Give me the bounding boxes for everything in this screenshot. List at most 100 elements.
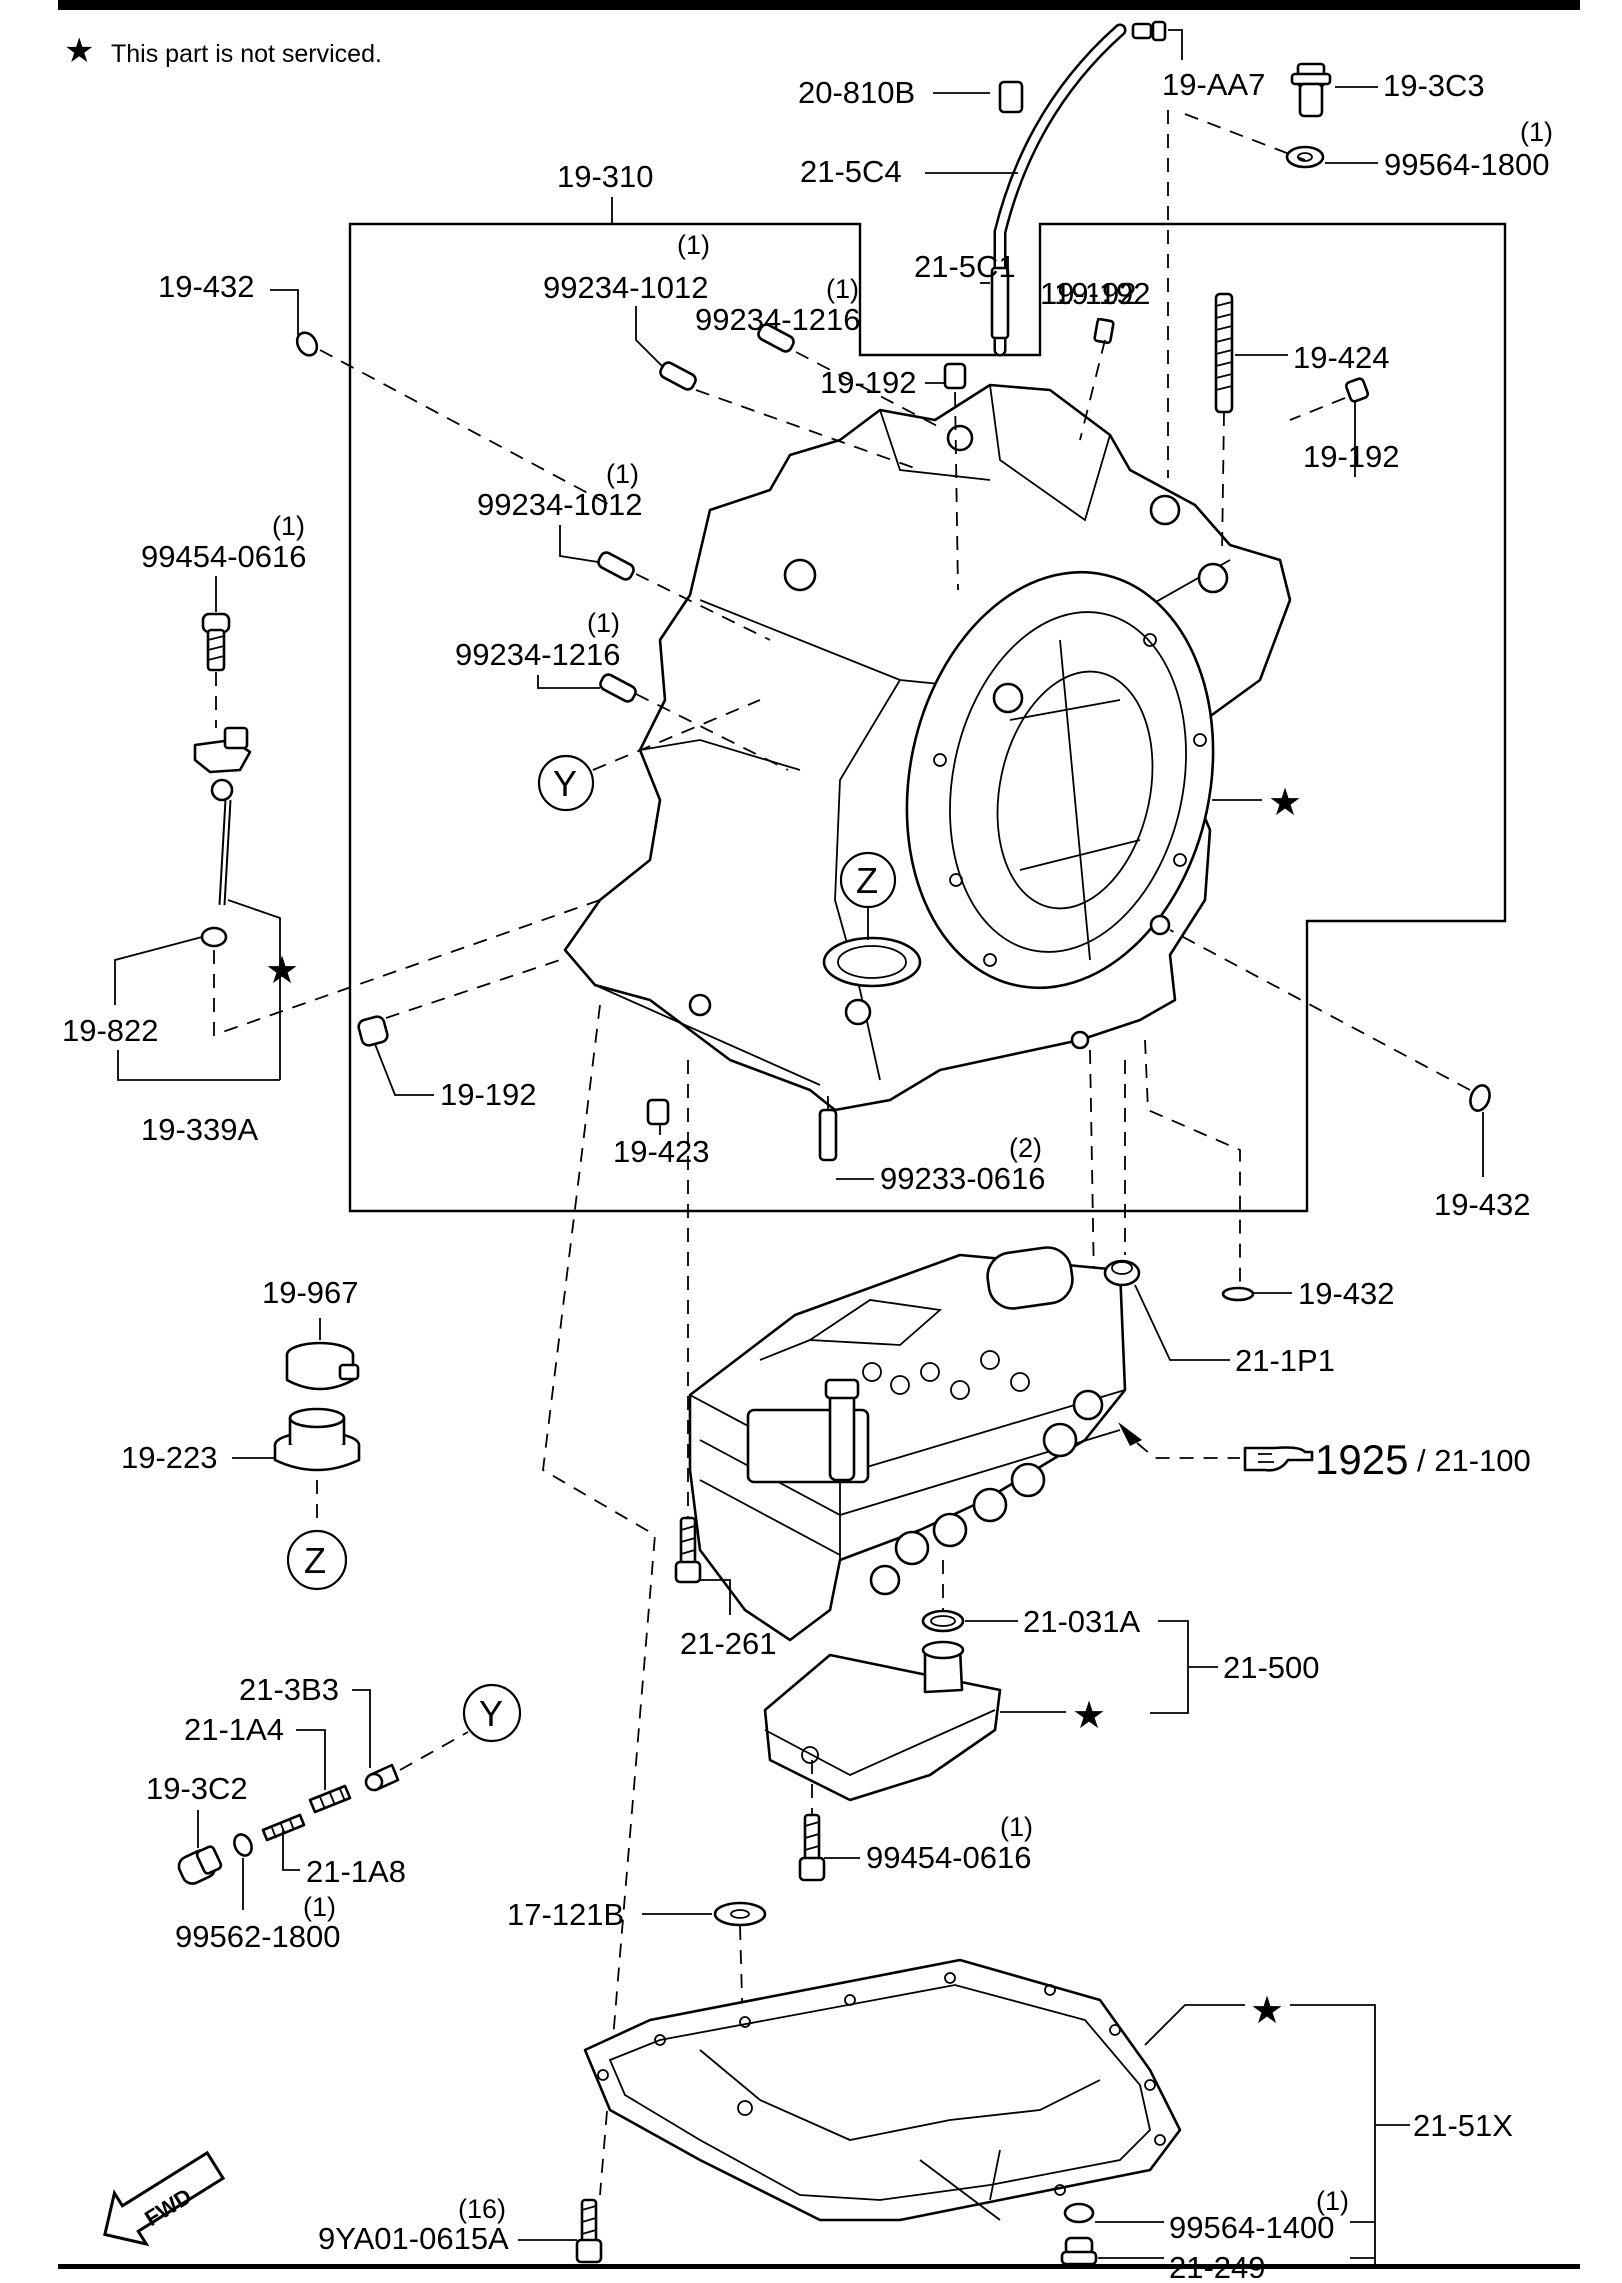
qty-99234-1216-a: (1): [826, 274, 859, 304]
marker-z-seal-label: Z: [304, 1540, 326, 1581]
legend-text: This part is not serviced.: [111, 40, 382, 68]
pointing-hand-icon: [1243, 1446, 1314, 1472]
callout-19-192-a: 19-192: [1040, 276, 1137, 311]
callout-99234-1012-a: 99234-1012: [543, 270, 709, 305]
qty-99454-0616-b: (1): [1000, 1812, 1033, 1842]
callout-21-500: 21-500: [1223, 1650, 1320, 1685]
callout-19-423: 19-423: [613, 1134, 710, 1169]
callout-19-310: 19-310: [557, 159, 654, 194]
callout-19-192-b: 19-192: [820, 365, 917, 400]
stud-19-424: [1214, 292, 1234, 414]
callout-21-1P1: 21-1P1: [1235, 1343, 1335, 1378]
legend-star: ★: [64, 32, 94, 70]
callout-21-5C1: 21-5C1: [914, 249, 1016, 284]
marker-y-side-label: Y: [479, 1693, 503, 1734]
callout-21-249: 21-249: [1169, 2250, 1266, 2278]
o-ring-19-432-b: [1469, 1084, 1491, 1112]
qty-99234-1012-b: (1): [606, 459, 639, 489]
washer-99564-1400: [1063, 2202, 1095, 2224]
bolt-21-261: [674, 1516, 702, 1584]
bolt-9YA01-0615A: [575, 2198, 603, 2264]
dipstick-bolt-99454-0616-a: [201, 612, 231, 672]
tube-lower-part: [990, 266, 1010, 340]
callout-19-3C3: 19-3C3: [1383, 68, 1485, 103]
qty-99233-0616: (2): [1009, 1133, 1042, 1163]
callout-19-AA7: 19-AA7: [1162, 67, 1265, 102]
callout-19-432-c: 19-432: [1298, 1276, 1395, 1311]
star-case: ★: [1268, 782, 1302, 824]
callout-19-192-top: 19-192: [1054, 276, 1151, 311]
callout-21-031A: 21-031A: [1023, 1604, 1141, 1639]
washer-17-121B: [713, 1901, 767, 1927]
dowel-99234-1012-a: [659, 361, 697, 391]
qty-9YA01-0615A: (16): [458, 2194, 506, 2224]
dipstick-19-339A: [193, 726, 252, 906]
tube-clip-part: [998, 80, 1024, 114]
clamp-19-967: [285, 1341, 360, 1391]
callout-21-261: 21-261: [680, 1626, 777, 1661]
callout-21-5C4: 21-5C4: [800, 154, 902, 189]
marker-y-case-label: Y: [553, 763, 577, 804]
qty-99564-1400: (1): [1316, 2186, 1349, 2216]
star-dipstick: ★: [265, 950, 299, 992]
filter-21-1P1: [1103, 1259, 1141, 1287]
callout-19-192-d: 19-192: [440, 1077, 537, 1112]
drain-plug-21-249: [1060, 2236, 1098, 2266]
o-ring-19-432-a: [295, 331, 319, 357]
callout-19-339A: 19-339A: [141, 1112, 259, 1147]
dipstick-tube-assembly: [990, 20, 1167, 357]
callout-19-192-c: 19-192: [1303, 439, 1400, 474]
callout-19-432-a: 19-432: [158, 269, 255, 304]
callout-21-51X: 21-51X: [1413, 2108, 1513, 2143]
o-ring-19-432-c: [1221, 1286, 1255, 1302]
dowel-99233-0616: [818, 1108, 838, 1162]
callout-19-223: 19-223: [121, 1440, 218, 1475]
spring-21-1A4: [308, 1784, 352, 1814]
bottom-rule: [58, 2264, 1580, 2269]
qty-99564-1800: (1): [1520, 117, 1553, 147]
marker-y-side: [462, 1683, 522, 1743]
plug-19-423: [646, 1098, 670, 1126]
callout-99234-1216-a: 99234-1216: [695, 302, 861, 337]
seal-19-223: [273, 1407, 361, 1472]
ref-1925: 1925: [1315, 1436, 1408, 1483]
ref-arrow: [1118, 1422, 1142, 1446]
transaxle-case-frame: [348, 222, 1507, 1213]
seal-ring-21-031A: [921, 1609, 965, 1633]
plug-19-192-d: [357, 1015, 389, 1047]
dowel-99234-1012-b: [597, 551, 635, 581]
spring-21-1A8: [261, 1813, 306, 1842]
plug-19-3C2: [177, 1845, 223, 1885]
plug-19-192-top: [943, 362, 967, 390]
washer-99564-1800: [1285, 145, 1325, 169]
callout-99562-1800: 99562-1800: [175, 1919, 341, 1954]
plug-19-192-b: [1093, 317, 1115, 345]
oil-pan-21-51X: [583, 1958, 1182, 2222]
plug-19-3C3: [1290, 62, 1332, 118]
callout-99233-0616: 99233-0616: [880, 1161, 1046, 1196]
callout-99234-1012-b: 99234-1012: [477, 487, 643, 522]
marker-y-case: [537, 754, 595, 812]
o-ring-19-822: [200, 926, 228, 948]
marker-z-case-label: Z: [856, 860, 878, 901]
washer-99562-1800: [233, 1833, 253, 1857]
marker-z-seal: [286, 1529, 348, 1591]
star-oil-pan: ★: [1250, 1990, 1284, 2032]
callout-21-3B3: 21-3B3: [239, 1672, 339, 1707]
star-strainer: ★: [1072, 1695, 1106, 1737]
qty-99234-1216-b: (1): [587, 608, 620, 638]
callout-20-810B: 20-810B: [798, 75, 915, 110]
plug-19-192-c: [1344, 377, 1370, 403]
tube-cap-part: [1151, 20, 1167, 42]
callout-99564-1400: 99564-1400: [1169, 2210, 1335, 2245]
oil-strainer-21-500: [763, 1640, 1002, 1802]
callout-19-3C2: 19-3C2: [146, 1771, 248, 1806]
qty-99234-1012-a: (1): [677, 230, 710, 260]
ref-21-100: / 21-100: [1417, 1443, 1531, 1478]
callout-19-424: 19-424: [1293, 340, 1390, 375]
valve-body-assembly: [688, 1246, 1127, 1642]
valve-21-3B3: [364, 1763, 400, 1792]
callout-19-432-b: 19-432: [1434, 1187, 1531, 1222]
dowel-99234-1216-a: [757, 323, 795, 353]
